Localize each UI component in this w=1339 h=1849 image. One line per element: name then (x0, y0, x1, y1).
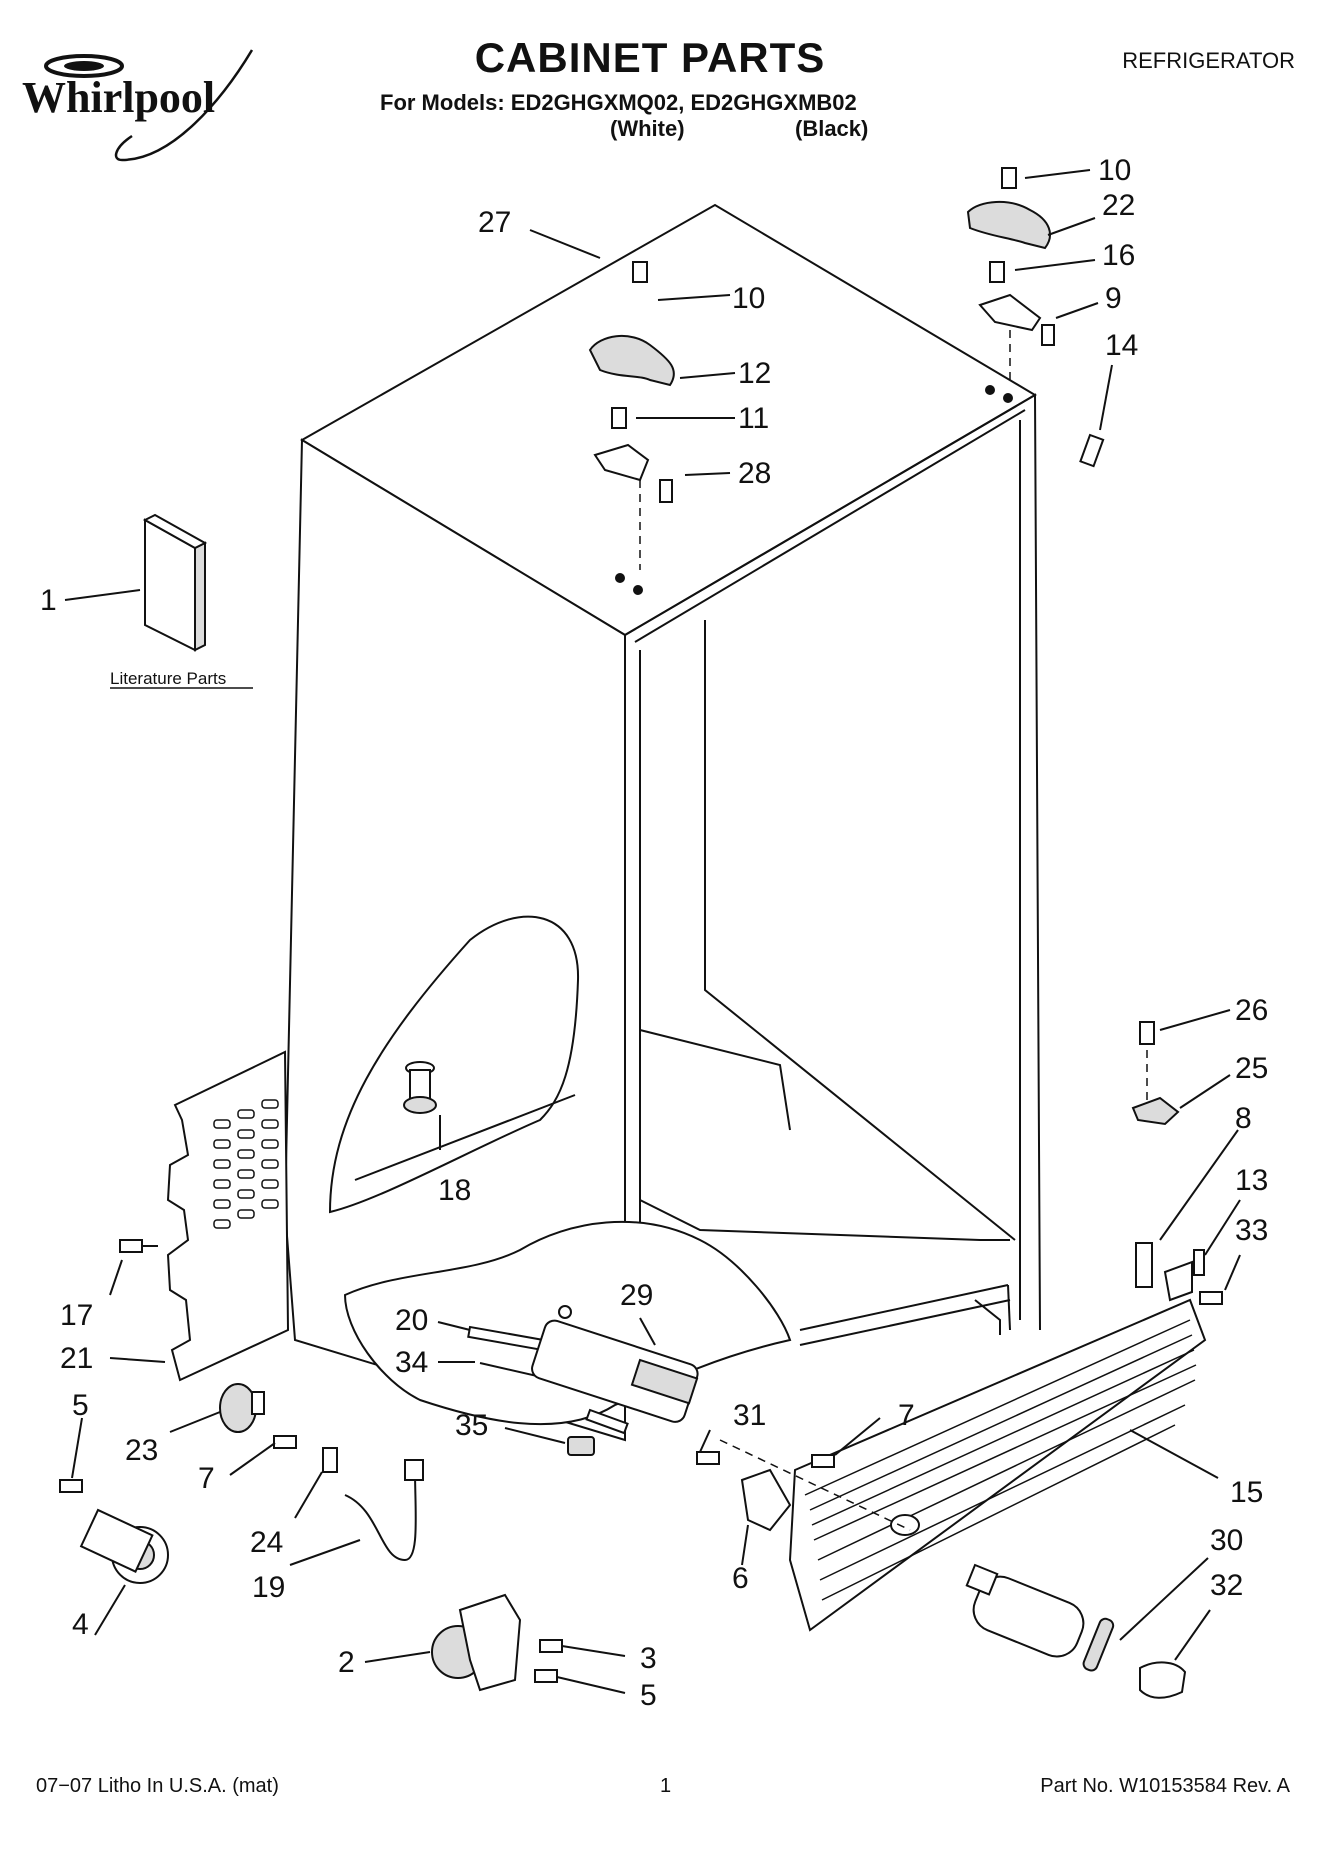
callout-24: 24 (250, 1526, 283, 1559)
hinge-cover-12 (588, 334, 675, 387)
callout-8: 8 (1235, 1102, 1252, 1135)
callout-16: 16 (1102, 239, 1135, 272)
hinge-cover-22 (966, 200, 1051, 250)
callout-14: 14 (1105, 329, 1138, 362)
callout-18: 18 (438, 1174, 471, 1207)
clip-35 (567, 1436, 595, 1456)
water-valve-part (531, 1305, 699, 1423)
callout-34: 34 (395, 1346, 428, 1379)
callout-2: 2 (338, 1646, 355, 1679)
hinge-bracket-28 (593, 443, 673, 503)
screw-11 (611, 407, 627, 429)
callout-10-center: 10 (732, 282, 765, 315)
clip-6 (740, 1468, 792, 1532)
hinge-bracket-25 (1131, 1096, 1180, 1126)
screw-7-right (811, 1454, 835, 1468)
callout-29: 29 (620, 1279, 653, 1312)
screw-16 (989, 261, 1005, 283)
brand-wordmark: Whirlpool (22, 73, 215, 122)
callout-9: 9 (1105, 282, 1122, 315)
callout-12: 12 (738, 357, 771, 390)
callout-35: 35 (455, 1409, 488, 1442)
hinge-bracket-9 (978, 293, 1055, 346)
callout-11: 11 (738, 402, 769, 435)
screw-24 (322, 1447, 338, 1473)
cutaway-bubble-upper (328, 915, 580, 1214)
callout-17: 17 (60, 1299, 93, 1332)
callout-3: 3 (640, 1642, 657, 1675)
screw-17 (119, 1239, 158, 1253)
shim-8 (1135, 1242, 1153, 1288)
hinge-pin-14 (1079, 433, 1105, 468)
callout-32: 32 (1210, 1569, 1243, 1602)
callout-13: 13 (1235, 1164, 1268, 1197)
callout-6: 6 (732, 1562, 749, 1595)
product-category: REFRIGERATOR (1122, 48, 1295, 73)
screw-7-left (273, 1435, 297, 1449)
screw-5-center (534, 1669, 558, 1683)
filter-cap-32 (1139, 1661, 1187, 1699)
callout-22: 22 (1102, 189, 1135, 222)
literature-parts-label: Literature Parts (110, 669, 226, 688)
callout-10-right: 10 (1098, 154, 1131, 187)
screw-10-right (1001, 167, 1017, 189)
screw-26 (1139, 1021, 1155, 1045)
footer-print-info: 07−07 Litho In U.S.A. (mat) (36, 1775, 279, 1797)
callout-7-left: 7 (198, 1462, 215, 1495)
page-title: CABINET PARTS (474, 34, 826, 81)
bracket-23 (219, 1383, 265, 1433)
callout-1: 1 (40, 584, 57, 617)
roller-assembly-2 (431, 1593, 522, 1692)
callout-7-right: 7 (898, 1399, 915, 1432)
callout-30: 30 (1210, 1524, 1243, 1557)
callout-5-left: 5 (72, 1389, 89, 1422)
whirlpool-logo: Whirlpool (22, 49, 254, 162)
screw-31 (696, 1451, 720, 1465)
roller-assembly-4 (79, 1508, 169, 1584)
leveling-foot-part (403, 1061, 437, 1114)
models-line: For Models: ED2GHGXMQ02, ED2GHGXMB02 (380, 90, 857, 115)
callout-5-center: 5 (640, 1679, 657, 1712)
screw-33 (1199, 1291, 1223, 1305)
hinge-13 (1163, 1249, 1205, 1302)
base-grille (788, 1298, 1207, 1632)
tube-34 (585, 1408, 629, 1435)
callout-15: 15 (1230, 1476, 1263, 1509)
callout-19: 19 (252, 1571, 285, 1604)
callout-28: 28 (738, 457, 771, 490)
variant-white: (White) (610, 116, 685, 141)
callout-26: 26 (1235, 994, 1268, 1027)
callout-31: 31 (733, 1399, 766, 1432)
literature-pack (142, 513, 208, 652)
screw-5-left (59, 1479, 83, 1493)
footer-part-number: Part No. W10153584 Rev. A (1040, 1775, 1290, 1797)
rear-access-panel (166, 1050, 290, 1382)
water-line-19 (344, 1459, 424, 1562)
callout-25: 25 (1235, 1052, 1268, 1085)
leader-lines (64, 169, 1241, 1694)
callout-4: 4 (72, 1608, 89, 1641)
footer-page-number: 1 (660, 1775, 672, 1797)
callout-27: 27 (478, 206, 511, 239)
callout-20: 20 (395, 1304, 428, 1337)
water-filter-30 (965, 1563, 1115, 1672)
callout-33: 33 (1235, 1214, 1268, 1247)
callout-labels: 1 27 10 12 11 28 10 22 16 9 14 26 25 8 1… (40, 154, 1268, 1712)
callout-23: 23 (125, 1434, 158, 1467)
variant-black: (Black) (795, 116, 869, 141)
screw-10-center (632, 261, 648, 283)
callout-21: 21 (60, 1342, 93, 1375)
screw-3 (539, 1639, 563, 1653)
